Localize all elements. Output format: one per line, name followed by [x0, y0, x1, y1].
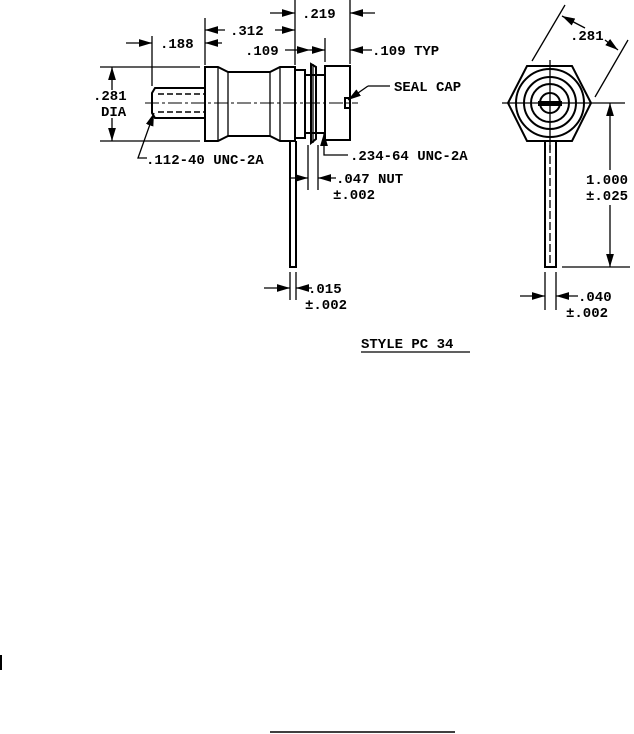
dim-dia-suffix: DIA — [101, 105, 127, 121]
stud-thread-label: .112-40 UNC-2A — [146, 153, 264, 169]
bushing-thread-label: .234-64 UNC-2A — [350, 149, 468, 165]
nut-tolerance-label: ±.002 — [333, 188, 375, 204]
lead-length-label: 1.000 — [586, 173, 628, 189]
lead — [289, 141, 297, 268]
lead-thickness-label: .015 — [308, 282, 342, 298]
dim-219: .219 — [302, 7, 336, 23]
lead-width-tolerance: ±.002 — [566, 306, 608, 322]
hex-across-flats-label: .281 — [570, 29, 604, 45]
dim-312: .312 — [230, 24, 264, 40]
dim-109-typ: .109 TYP — [372, 44, 439, 60]
bushing-and-nut — [294, 62, 326, 146]
end-view: .281 1.000 ±.025 .040 ±.002 — [502, 4, 630, 322]
style-caption: STYLE PC 34 — [361, 337, 453, 353]
lead-length-tolerance: ±.025 — [586, 189, 628, 205]
lead-width-label: .040 — [578, 290, 612, 306]
seal-cap — [324, 65, 351, 141]
seal-cap-label: SEAL CAP — [394, 80, 461, 96]
dim-281-dia: .281 — [93, 89, 127, 105]
side-view: .219 .312 .188 .109 .109 TYP .281 DIA SE… — [93, 0, 468, 314]
body — [204, 66, 296, 142]
lead-tolerance-label: ±.002 — [305, 298, 347, 314]
dim-188: .188 — [160, 37, 194, 53]
nut-thickness-label: .047 NUT — [336, 172, 403, 188]
dim-109: .109 — [245, 44, 279, 60]
threaded-stud — [151, 87, 205, 119]
